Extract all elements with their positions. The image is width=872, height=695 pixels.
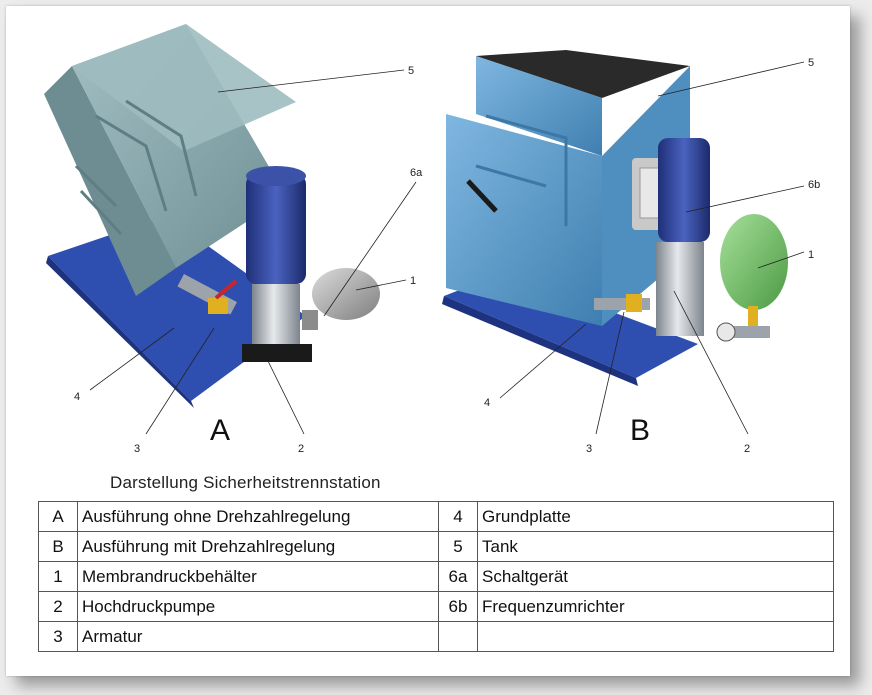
figure-card: 5 6a 1 4 3 2 A 5 6b 1 4 3 2 B Darstellun… [6, 6, 850, 676]
variant-b-letter: B [630, 414, 650, 447]
vessel-b [720, 214, 788, 310]
pump-b [656, 242, 704, 336]
legend-key: 6a [438, 561, 478, 592]
callout-b-2: 2 [744, 443, 750, 455]
illustration: 5 6a 1 4 3 2 A 5 6b 1 4 3 2 B [44, 24, 820, 455]
callout-a-4: 4 [74, 391, 80, 403]
vessel-a [312, 268, 380, 320]
legend-text: Grundplatte [477, 501, 834, 532]
variant-a-letter: A [210, 414, 230, 447]
legend-key: 4 [438, 501, 478, 532]
legend-key: 3 [38, 621, 78, 652]
legend-key: B [38, 531, 78, 562]
tank-a-top [72, 24, 296, 151]
tank-b-top [476, 50, 690, 98]
figure-caption: Darstellung Sicherheitstrennstation [110, 473, 381, 492]
legend-row: 2 Hochdruckpumpe 6b Frequenzumrichter [38, 591, 834, 622]
legend-key: 6b [438, 591, 478, 622]
legend-text: Tank [477, 531, 834, 562]
legend-key [438, 621, 478, 652]
legend-row: B Ausführung mit Drehzahlregelung 5 Tank [38, 531, 834, 562]
variant-a-drawing [44, 24, 417, 435]
legend-key: 2 [38, 591, 78, 622]
legend-row: A Ausführung ohne Drehzahlregelung 4 Gru… [38, 501, 834, 532]
variant-b-drawing [442, 50, 805, 435]
callout-a-3: 3 [134, 443, 140, 455]
legend-table: A Ausführung ohne Drehzahlregelung 4 Gru… [38, 501, 834, 652]
legend-text: Ausführung ohne Drehzahlregelung [77, 501, 439, 532]
legend-key: 1 [38, 561, 78, 592]
legend-text: Armatur [77, 621, 439, 652]
legend-row: 3 Armatur [38, 621, 834, 652]
callout-a-1: 1 [410, 275, 416, 287]
callout-b-4: 4 [484, 397, 490, 409]
base-plate-a [48, 216, 306, 401]
pump-a [252, 284, 300, 346]
callout-b-3: 3 [586, 443, 592, 455]
motor-a [246, 174, 306, 284]
callout-b-6b: 6b [808, 179, 820, 191]
motor-b [658, 138, 710, 242]
callout-a-5: 5 [408, 65, 414, 77]
legend-key: A [38, 501, 78, 532]
legend-key: 5 [438, 531, 478, 562]
callout-b-1: 1 [808, 249, 814, 261]
callout-a-6a: 6a [410, 167, 423, 179]
legend-text: Frequenzumrichter [477, 591, 834, 622]
legend-text: Membrandruckbehälter [77, 561, 439, 592]
legend-text: Schaltgerät [477, 561, 834, 592]
legend-text: Hochdruckpumpe [77, 591, 439, 622]
tank-b-front [446, 114, 602, 326]
callout-a-2: 2 [298, 443, 304, 455]
legend-text: Ausführung mit Drehzahlregelung [77, 531, 439, 562]
tank-a-side [44, 66, 176, 296]
callout-b-5: 5 [808, 57, 814, 69]
legend-row: 1 Membrandruckbehälter 6a Schaltgerät [38, 561, 834, 592]
legend-text [477, 621, 834, 652]
